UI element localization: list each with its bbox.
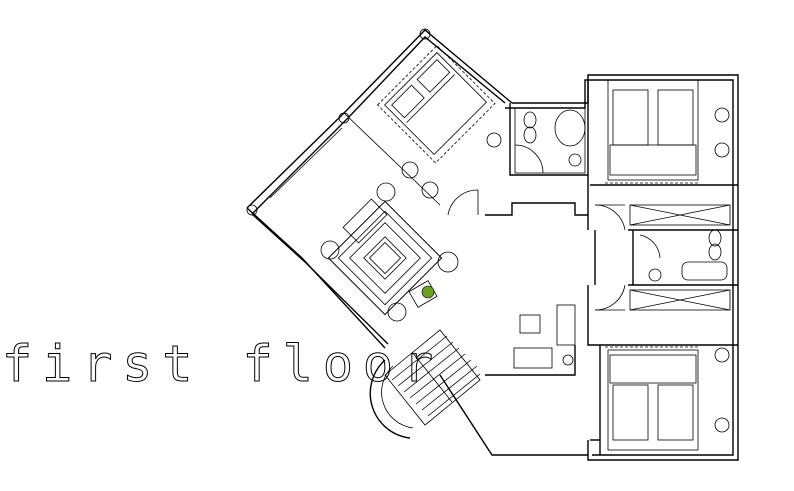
plant-accent (421, 285, 435, 299)
doors (447, 144, 661, 311)
interior-walls (485, 80, 738, 455)
wardrobes (629, 204, 731, 311)
drawing-title: first floor (2, 335, 443, 393)
bedroom-upper-right (605, 79, 730, 184)
bathroom-fixtures (514, 107, 728, 282)
bedroom-upper-left-nightstands (401, 132, 502, 199)
living-room-seating (320, 182, 459, 322)
living-room-rug (327, 200, 443, 316)
bedroom-lower-right (605, 346, 730, 451)
terrace (246, 28, 431, 263)
exterior-walls (246, 29, 739, 461)
bedroom-upper-left (376, 44, 496, 164)
hall-furniture (513, 304, 576, 369)
staircase (369, 329, 481, 439)
